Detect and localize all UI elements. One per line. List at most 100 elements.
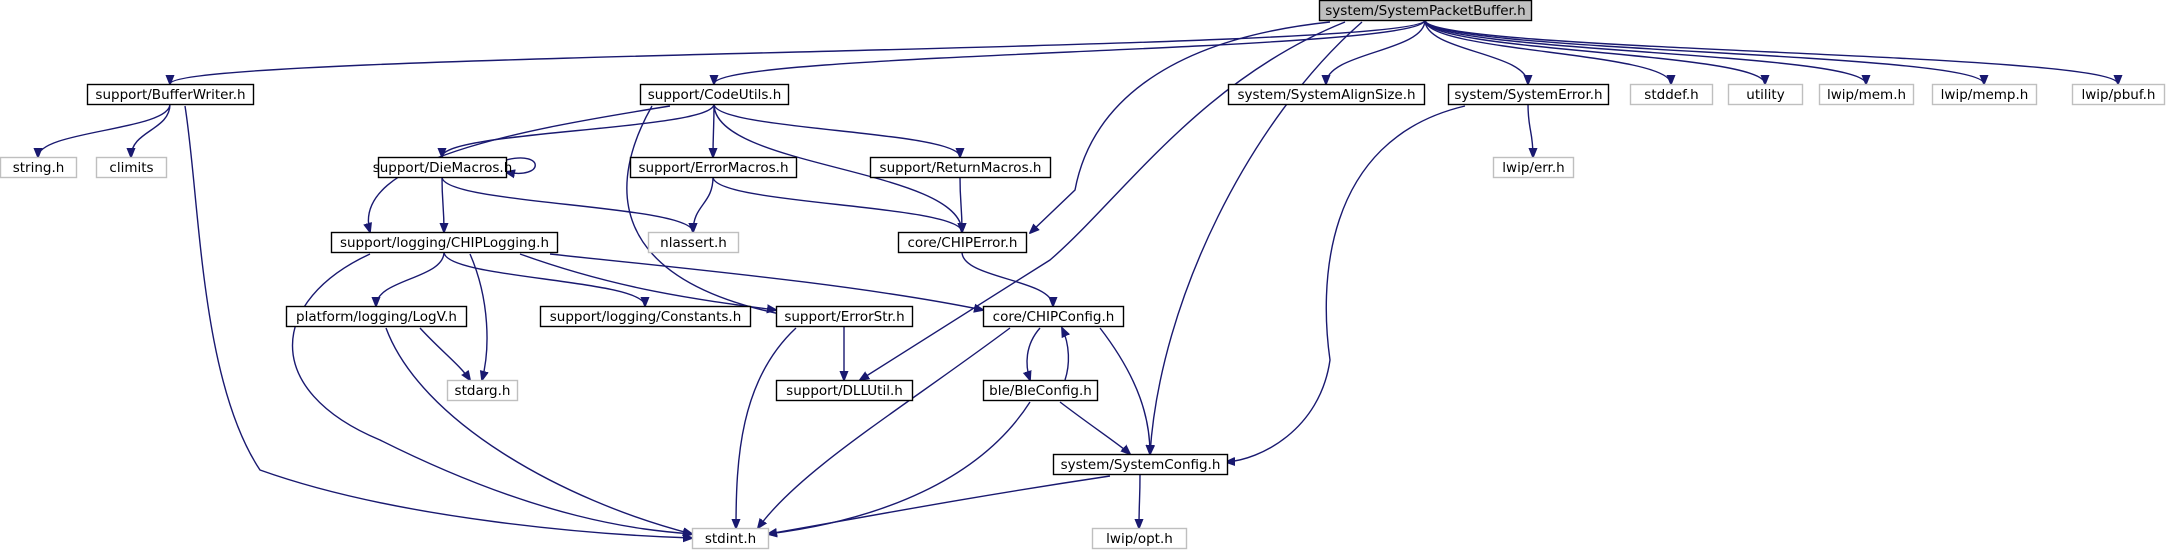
edge-path <box>506 157 536 173</box>
node-string: string.h <box>0 156 78 179</box>
edge-root-to-stddef <box>1424 19 1671 84</box>
edge-path <box>713 103 962 232</box>
node-bufferwriter[interactable]: support/BufferWriter.h <box>86 83 255 106</box>
node-label: support/logging/Constants.h <box>550 309 742 325</box>
edge-path <box>1027 327 1041 380</box>
node-box <box>691 527 770 550</box>
node-label: system/SystemPacketBuffer.h <box>1325 3 1525 19</box>
edge-chiplogging-to-chipconfig <box>549 253 983 310</box>
node-nlassert: nlassert.h <box>647 231 740 254</box>
edge-root-to-dllutil <box>860 21 1346 380</box>
edge-path <box>712 176 962 232</box>
node-utility: utility <box>1727 83 1804 106</box>
edge-path <box>1424 19 1765 84</box>
node-diemacros[interactable]: support/DieMacros.h <box>373 156 513 179</box>
edge-root-to-alignsize <box>1326 19 1426 84</box>
node-box <box>775 379 914 402</box>
node-box <box>1447 83 1610 106</box>
node-box <box>869 156 1052 179</box>
node-label: system/SystemError.h <box>1454 87 1602 103</box>
edge-path <box>442 103 715 157</box>
node-box <box>0 156 78 179</box>
node-bleconfig[interactable]: ble/BleConfig.h <box>982 379 1099 402</box>
edge-chiplogging-to-errorstr <box>519 253 776 310</box>
edge-root-to-lwippbuf <box>1424 19 2118 84</box>
node-lwiperr: lwip/err.h <box>1492 156 1575 179</box>
node-syserror[interactable]: system/SystemError.h <box>1447 83 1610 106</box>
node-box <box>446 379 519 402</box>
node-root[interactable]: system/SystemPacketBuffer.h <box>1318 0 1533 22</box>
node-chipconfig[interactable]: core/CHIPConfig.h <box>982 305 1125 328</box>
node-label: support/ReturnMacros.h <box>880 160 1042 176</box>
node-box <box>95 156 168 179</box>
edge-sysconfig-to-lwipopt <box>1139 473 1140 528</box>
node-errormacros[interactable]: support/ErrorMacros.h <box>629 156 798 179</box>
edge-path <box>758 327 1011 528</box>
node-returnmacros[interactable]: support/ReturnMacros.h <box>869 156 1052 179</box>
edge-path <box>1059 401 1130 454</box>
edge-path <box>419 327 470 380</box>
edge-path <box>1424 19 1671 84</box>
node-label: support/BufferWriter.h <box>95 87 245 103</box>
node-box <box>285 305 468 328</box>
node-constants[interactable]: support/logging/Constants.h <box>539 305 752 328</box>
node-label: system/SystemAlignSize.h <box>1237 87 1415 103</box>
edge-bleconfig-to-stdint <box>768 401 1031 534</box>
node-box <box>1727 83 1804 106</box>
node-box <box>639 83 790 106</box>
edge-path <box>469 253 487 380</box>
edge-path <box>1424 19 2118 84</box>
edge-root-to-bufferwriter <box>170 19 1426 84</box>
edge-codeutils-to-errorstr <box>626 105 790 316</box>
node-lwipmem: lwip/mem.h <box>1818 83 1915 106</box>
node-box <box>982 305 1125 328</box>
edge-syserror-to-sysconfig <box>1226 105 1466 462</box>
node-label: lwip/opt.h <box>1106 531 1173 547</box>
node-sysconfig[interactable]: system/SystemConfig.h <box>1052 453 1229 476</box>
node-alignsize[interactable]: system/SystemAlignSize.h <box>1227 83 1426 106</box>
node-codeutils[interactable]: support/CodeUtils.h <box>639 83 790 106</box>
node-label: support/logging/CHIPLogging.h <box>340 235 549 251</box>
edge-chipconfig-to-bleconfig <box>1027 327 1041 380</box>
node-climits: climits <box>95 156 168 179</box>
node-errorstr[interactable]: support/ErrorStr.h <box>775 305 914 328</box>
node-label: lwip/err.h <box>1502 160 1564 176</box>
node-chiperror[interactable]: core/CHIPError.h <box>897 231 1028 254</box>
edge-path <box>38 103 171 157</box>
node-box <box>1931 83 2038 106</box>
node-dllutil[interactable]: support/DLLUtil.h <box>775 379 914 402</box>
node-box <box>1227 83 1426 106</box>
edge-path <box>713 103 960 157</box>
edge-path <box>960 176 962 232</box>
edge-logv-to-stdarg <box>419 327 470 380</box>
node-lwipopt: lwip/opt.h <box>1091 527 1188 550</box>
edge-path <box>1326 19 1426 84</box>
edge-path <box>1527 103 1533 157</box>
edge-path <box>626 105 790 316</box>
node-label: ble/BleConfig.h <box>989 383 1092 399</box>
node-label: nlassert.h <box>660 235 727 251</box>
edge-path <box>693 176 714 232</box>
edge-chiperror-to-chipconfig <box>961 251 1053 306</box>
edge-diemacros-to-nlassert <box>441 176 693 232</box>
edge-path <box>442 176 444 232</box>
edge-path <box>443 251 645 306</box>
node-stdint: stdint.h <box>691 527 770 550</box>
node-stddef: stddef.h <box>1629 83 1714 106</box>
node-box <box>629 156 798 179</box>
edge-root-to-syserror <box>1424 19 1528 84</box>
edge-root-to-codeutils <box>714 19 1426 84</box>
node-box <box>2071 83 2166 106</box>
node-label: platform/logging/LogV.h <box>296 309 457 325</box>
edge-diemacros-to-diemacros <box>506 157 536 173</box>
node-label: lwip/pbuf.h <box>2082 87 2156 103</box>
edge-path <box>714 19 1426 84</box>
node-chiplogging[interactable]: support/logging/CHIPLogging.h <box>330 231 559 254</box>
edge-chipconfig-to-sysconfig <box>1099 327 1150 454</box>
node-label: stdarg.h <box>455 383 511 399</box>
edge-root-to-lwipmem <box>1424 19 1866 84</box>
node-logv[interactable]: platform/logging/LogV.h <box>285 305 468 328</box>
edge-bufferwriter-to-string <box>38 103 171 157</box>
node-label: support/ErrorStr.h <box>784 309 904 325</box>
edge-path <box>368 105 671 232</box>
